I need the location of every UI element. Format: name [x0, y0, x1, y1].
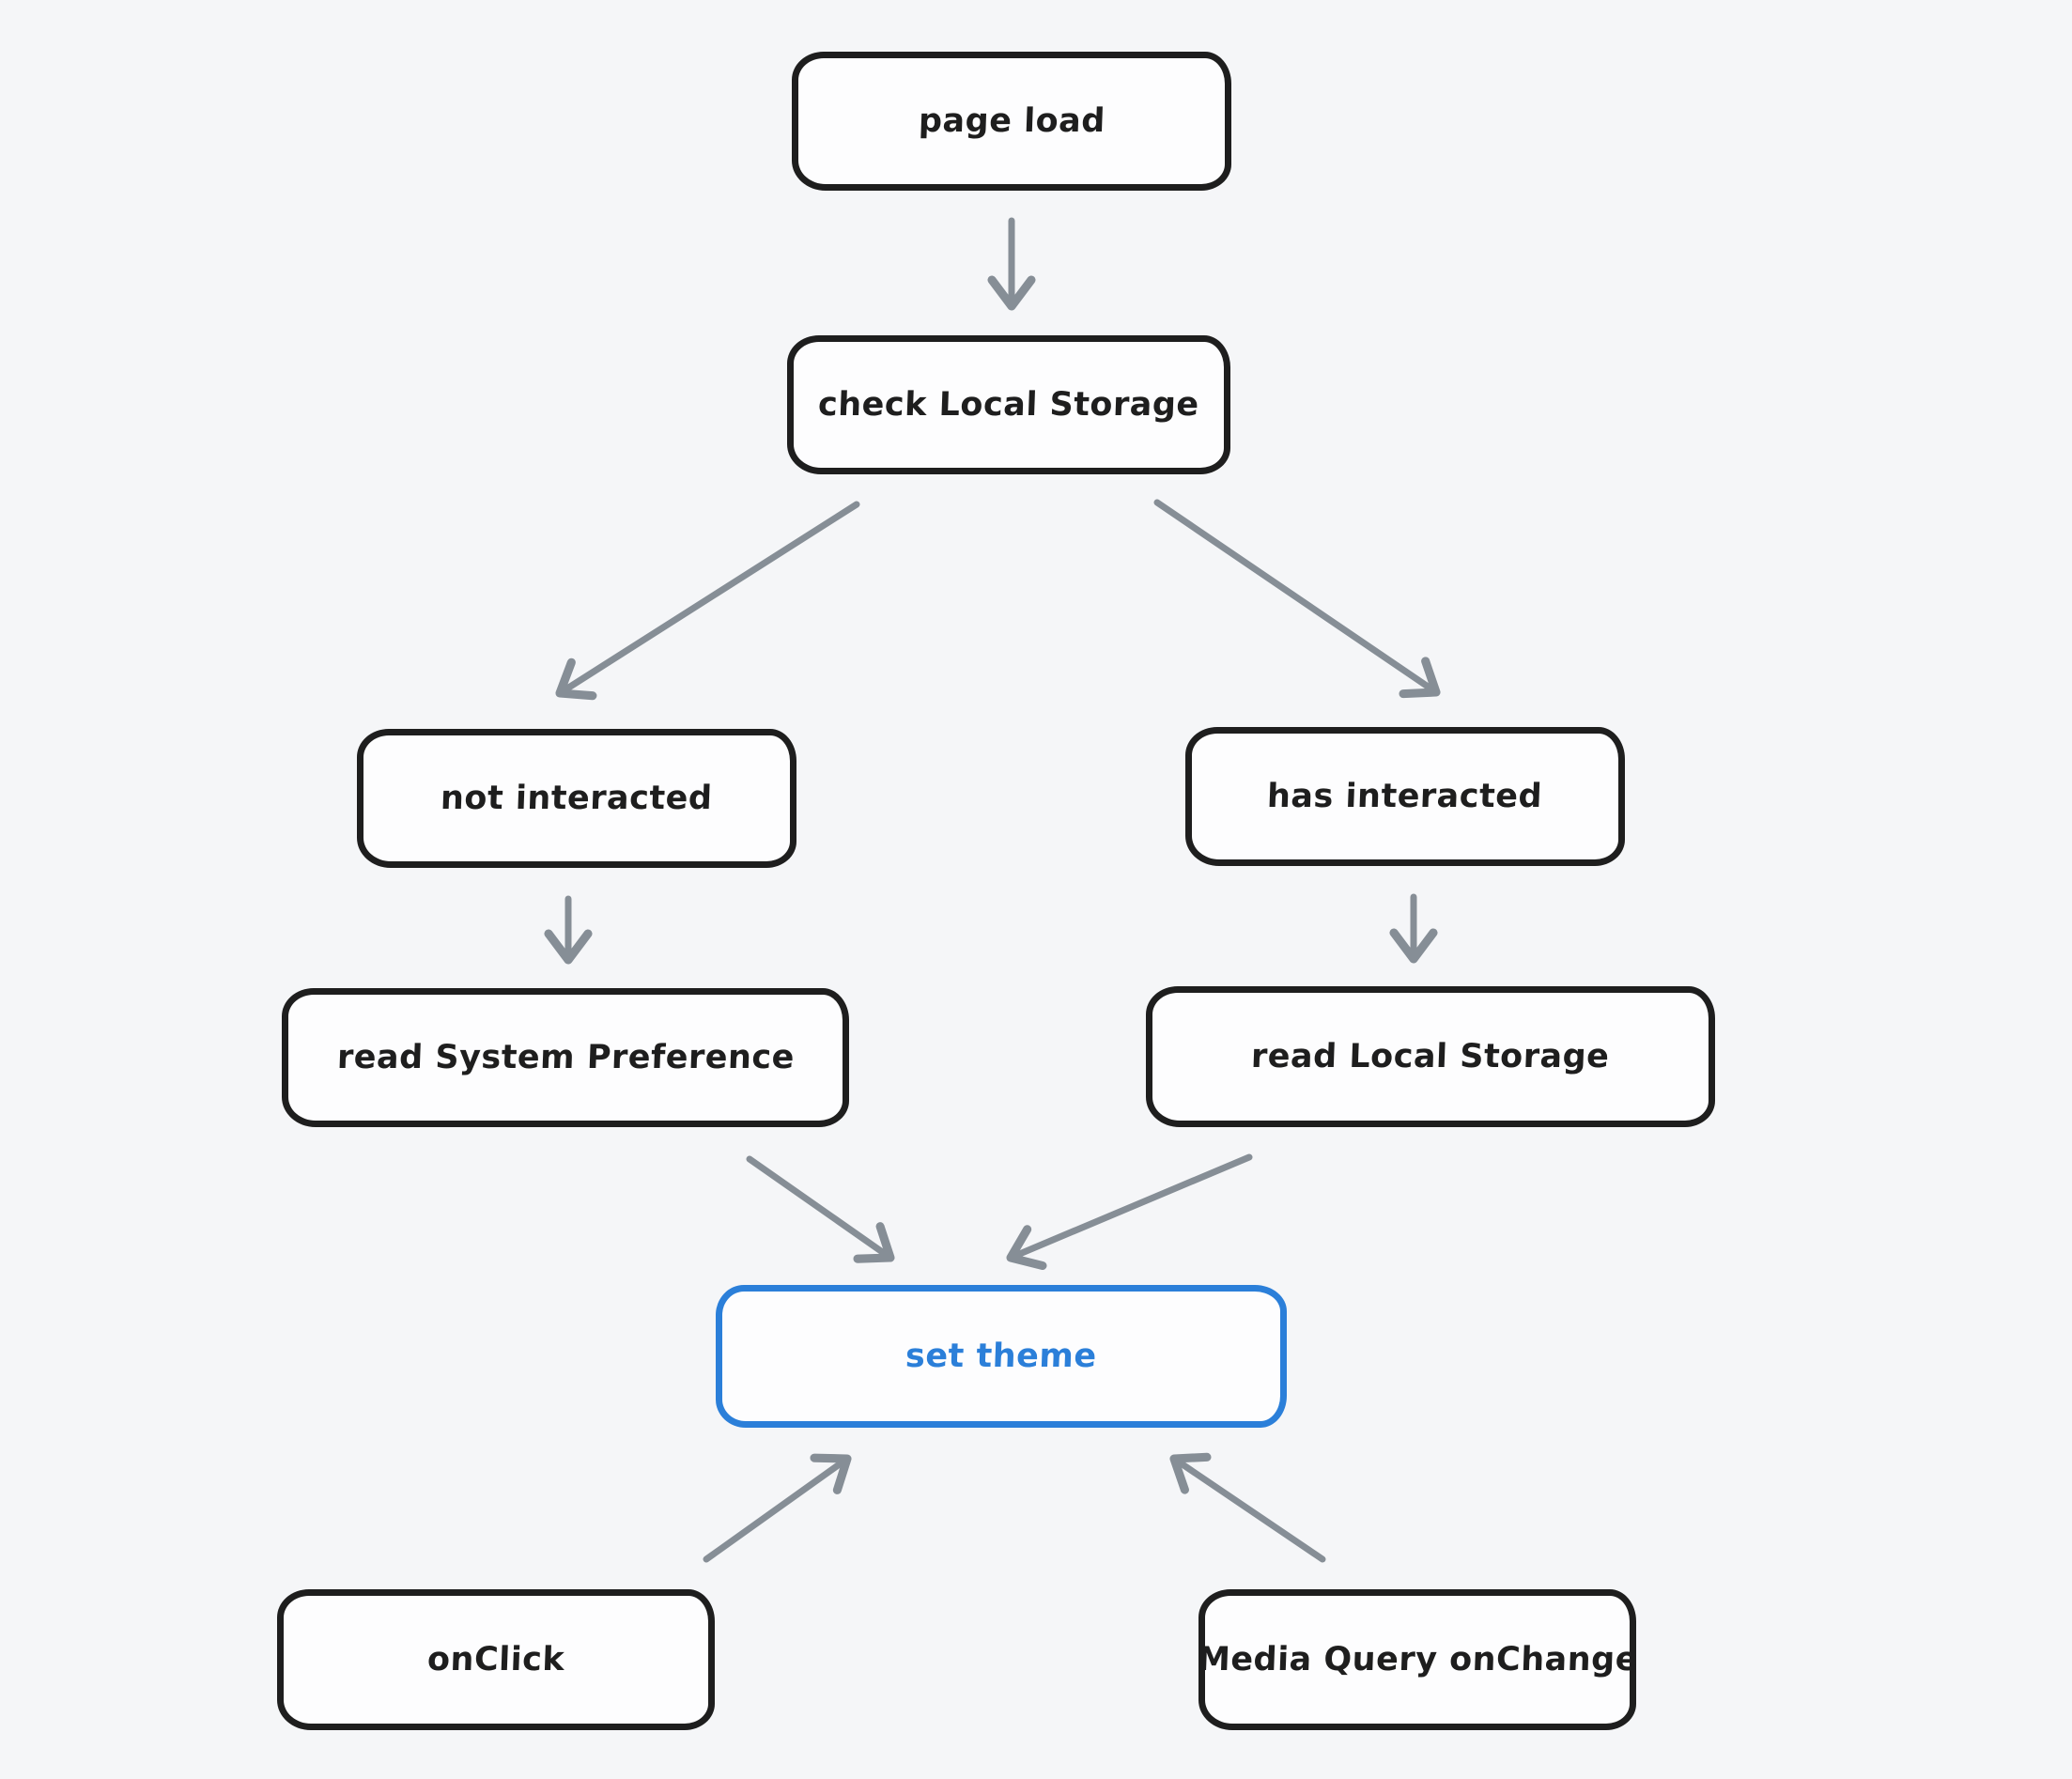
node-media-query-onchange-label: Media Query onChange	[1196, 1641, 1639, 1678]
node-read-system-preference[interactable]: read System Preference	[282, 988, 849, 1127]
node-media-query-onchange[interactable]: Media Query onChange	[1196, 1589, 1639, 1730]
node-set-theme[interactable]: set theme	[716, 1285, 1287, 1428]
node-onclick-label: onClick	[426, 1641, 565, 1678]
node-has-interacted-label: has interacted	[1266, 778, 1544, 815]
arrow-check-local-storage-to-has-interacted[interactable]	[1153, 499, 1441, 699]
arrow-read-system-preference-to-set-theme[interactable]	[746, 1155, 895, 1263]
node-not-interacted[interactable]: not interacted	[357, 729, 796, 868]
node-check-local-storage[interactable]: check Local Storage	[787, 335, 1230, 474]
node-page-load[interactable]: page load	[792, 52, 1231, 191]
node-onclick[interactable]: onClick	[277, 1589, 715, 1730]
node-read-local-storage-label: read Local Storage	[1250, 1038, 1611, 1075]
arrow-check-local-storage-to-not-interacted[interactable]	[555, 501, 860, 701]
node-read-system-preference-label: read System Preference	[335, 1039, 796, 1076]
node-read-local-storage[interactable]: read Local Storage	[1146, 986, 1715, 1127]
arrow-onclick-to-set-theme[interactable]	[703, 1453, 852, 1563]
arrow-media-query-onchange-to-set-theme[interactable]	[1169, 1452, 1326, 1563]
node-has-interacted[interactable]: has interacted	[1185, 727, 1625, 866]
node-page-load-label: page load	[917, 102, 1106, 140]
node-set-theme-label: set theme	[905, 1338, 1098, 1375]
node-not-interacted-label: not interacted	[440, 780, 714, 817]
node-check-local-storage-label: check Local Storage	[817, 386, 1200, 424]
arrow-read-local-storage-to-set-theme[interactable]	[1006, 1153, 1253, 1271]
